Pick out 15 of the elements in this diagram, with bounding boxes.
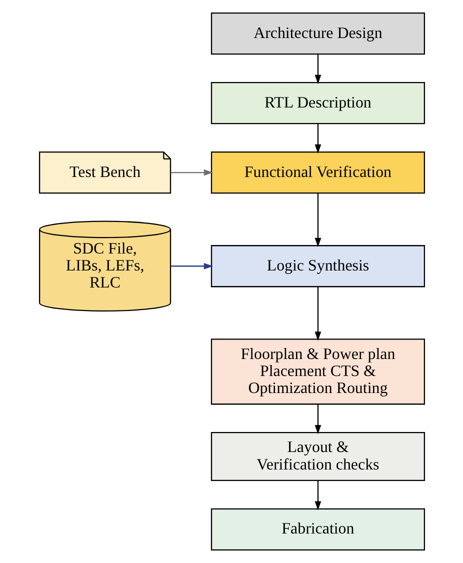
arrow [314,54,321,84]
node-box: Floorplan & Power plan Placement CTS & Optimization Routing [210,338,425,405]
arrow [314,124,321,154]
arrow [170,169,213,176]
node-box: RTL Description [210,82,425,124]
arrow [170,262,212,270]
arrow [314,286,321,341]
node-box: Fabrication [210,508,425,550]
node-box: Layout & Verification checks [210,432,425,481]
node-box: Architecture Design [210,12,425,55]
node-box: Functional Verification [210,151,425,194]
arrow [314,193,321,248]
node-box: Logic Synthesis [210,245,425,288]
arrow [314,480,321,510]
arrow [314,404,321,434]
